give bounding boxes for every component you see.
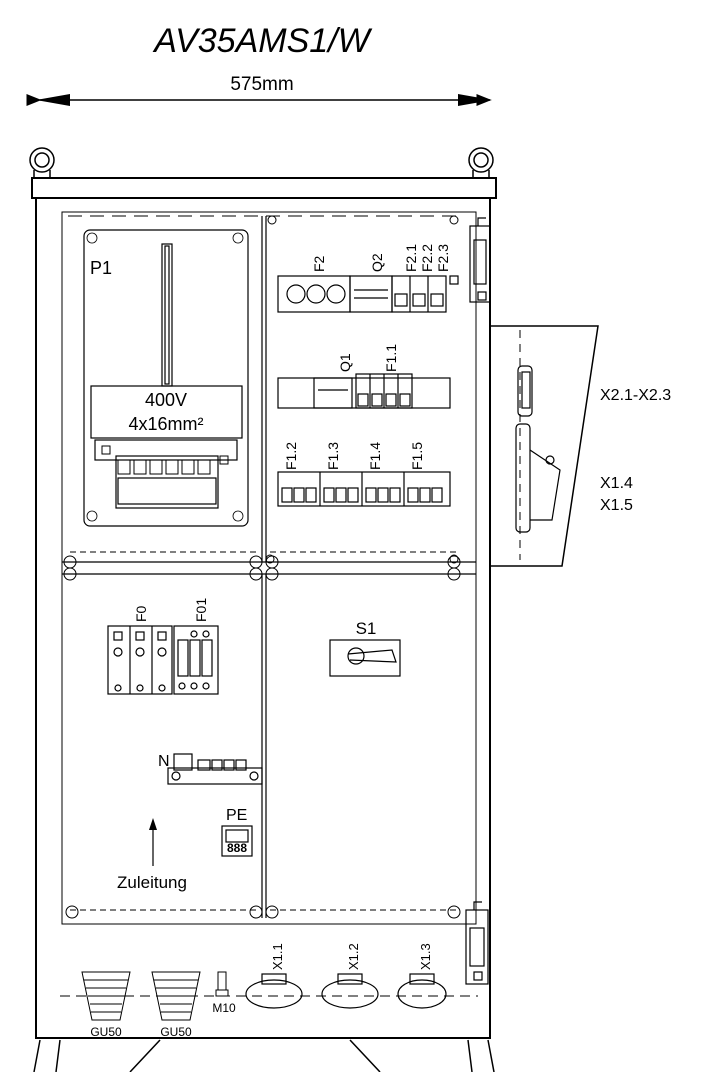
device-f2 — [277, 275, 351, 313]
label-q2: Q2 — [369, 253, 385, 272]
lifting-eye-right — [468, 147, 494, 178]
width-dimension-label: 575mm — [230, 74, 293, 95]
cable-gland-1 — [81, 971, 131, 1021]
socket-x1-2 — [321, 973, 379, 1009]
label-f1-5: F1.5 — [409, 442, 425, 470]
label-f2-3: F2.3 — [435, 244, 451, 272]
side-socket-x14-x15 — [515, 423, 561, 533]
side-label-x1-4: X1.4 — [600, 475, 633, 492]
side-door-outline — [490, 325, 599, 567]
cabinet-body — [35, 197, 491, 1039]
label-n: N — [158, 753, 170, 770]
feed-arrow-head — [149, 818, 157, 830]
label-gland-2: GU50 — [160, 1025, 192, 1039]
label-f2-1: F2.1 — [403, 244, 419, 272]
label-x1-2: X1.2 — [346, 943, 361, 970]
device-f0 — [107, 625, 173, 695]
device-q2 — [349, 275, 393, 313]
label-f1-1: F1.1 — [383, 344, 399, 372]
side-label-x2: X2.1-X2.3 — [600, 387, 671, 404]
device-f01 — [173, 625, 219, 695]
feed-label: Zuleitung — [117, 873, 187, 892]
device-n-terminal — [167, 753, 263, 785]
side-label-x1-5: X1.5 — [600, 497, 633, 514]
label-m10: M10 — [212, 1001, 236, 1015]
label-x1-1: X1.1 — [270, 943, 285, 970]
meter-tag: P1 — [90, 258, 112, 278]
lifting-eye-left — [29, 147, 55, 178]
side-socket-x2 — [517, 365, 533, 417]
meter-voltage: 400V — [145, 390, 187, 410]
drawing-title: AV35AMS1/W — [152, 22, 372, 60]
label-f1-4: F1.4 — [367, 442, 383, 470]
label-gland-1: GU50 — [90, 1025, 122, 1039]
label-f1-3: F1.3 — [325, 442, 341, 470]
panel-corner-screws — [63, 215, 461, 919]
label-f1-2: F1.2 — [283, 442, 299, 470]
breaker-row-f12-f15 — [277, 471, 451, 507]
label-pe: PE — [226, 807, 247, 824]
hinge-top — [469, 217, 491, 303]
hinge-bottom — [465, 901, 489, 985]
dimension-arrow-right — [458, 94, 492, 106]
label-f2-2: F2.2 — [419, 244, 435, 272]
device-f2x — [391, 275, 459, 313]
meter-cable-size: 4x16mm² — [128, 414, 203, 434]
cabinet-legs — [33, 1039, 495, 1072]
meter-corner-marks — [86, 232, 244, 522]
device-q1 — [277, 377, 451, 409]
cabinet-inner-frame — [61, 211, 477, 925]
cabinet-roof — [31, 177, 497, 199]
switch-s1 — [329, 639, 401, 677]
device-f1-1 — [355, 373, 413, 409]
pe-digits: 888 — [227, 841, 247, 855]
label-x1-3: X1.3 — [418, 943, 433, 970]
device-pe-terminal — [221, 825, 253, 857]
label-q1: Q1 — [337, 353, 353, 372]
dimension-arrow-left — [36, 94, 70, 106]
label-s1: S1 — [356, 619, 377, 638]
earth-bolt-m10 — [215, 971, 229, 997]
label-f2: F2 — [311, 255, 327, 272]
label-f0: F0 — [133, 605, 149, 622]
socket-x1-1 — [245, 973, 303, 1009]
cable-gland-2 — [151, 971, 201, 1021]
meter-terminals — [101, 445, 229, 475]
socket-x1-3 — [397, 973, 447, 1009]
label-f01: F01 — [193, 598, 209, 622]
